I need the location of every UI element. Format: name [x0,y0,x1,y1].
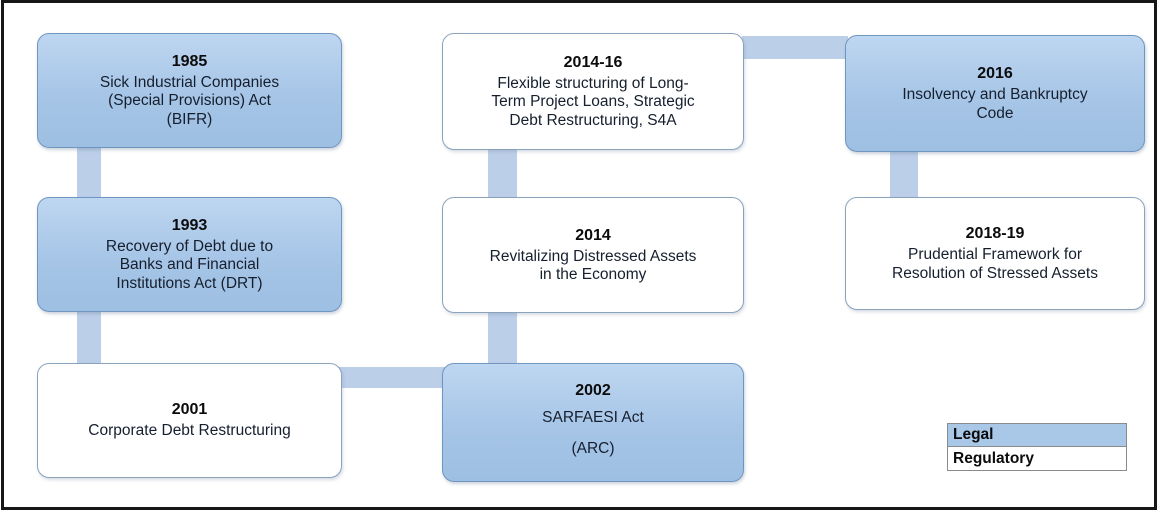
timeline-box-2014-16: 2014-16 Flexible structuring of Long- Te… [442,33,744,150]
box-year: 2018-19 [965,225,1025,243]
connector-2016-2018-19 [890,150,918,201]
legend-row-legal: Legal [948,424,1126,447]
box-year: 1993 [171,216,208,234]
connector-2014-2002 [488,312,517,367]
box-title: Sick Industrial Companies (Special Provi… [99,74,280,128]
box-year: 2001 [171,401,208,419]
box-title: Flexible structuring of Long- Term Proje… [491,75,695,129]
box-title: Insolvency and Bankruptcy Code [902,86,1088,122]
timeline-box-2014: 2014 Revitalizing Distressed Assets in t… [442,197,744,313]
timeline-box-1985: 1985 Sick Industrial Companies (Special … [37,33,342,148]
timeline-box-2018-19: 2018-19 Prudential Framework for Resolut… [845,197,1145,310]
connector-2014-16-2016 [742,36,848,59]
box-year: 2002 [575,382,611,400]
box-year: 2014-16 [563,53,623,71]
connector-1985-1993 [77,146,101,201]
box-title: Prudential Framework for Resolution of S… [892,246,1098,282]
box-title: Corporate Debt Restructuring [88,422,291,440]
connector-2014-16-2014 [488,148,517,201]
timeline-box-2001: 2001 Corporate Debt Restructuring [37,363,342,478]
box-title: Recovery of Debt due to Banks and Financ… [105,238,274,292]
box-year: 2014 [575,226,611,244]
box-year: 2016 [977,65,1013,83]
box-year: 1985 [171,52,208,70]
connector-2001-2002 [338,367,446,388]
legend-row-regulatory: Regulatory [948,447,1126,470]
box-title: SARFAESI Act (ARC) [542,409,644,457]
legend: Legal Regulatory [947,423,1127,471]
connector-1993-2001 [77,310,101,367]
timeline-box-2002: 2002 SARFAESI Act (ARC) [442,363,744,482]
timeline-box-1993: 1993 Recovery of Debt due to Banks and F… [37,197,342,312]
timeline-box-2016: 2016 Insolvency and Bankruptcy Code [845,35,1145,152]
box-title: Revitalizing Distressed Assets in the Ec… [489,247,697,284]
